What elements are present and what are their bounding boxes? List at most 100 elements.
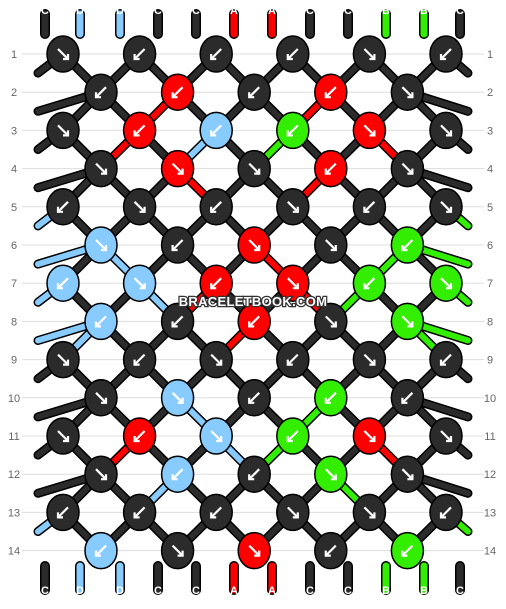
knot bbox=[199, 264, 233, 302]
arrow-head bbox=[292, 283, 299, 290]
arrow-down-left-icon bbox=[171, 468, 184, 480]
arrow-down-left-icon bbox=[133, 353, 146, 366]
arrow-head bbox=[401, 245, 408, 252]
row-number-left: 14 bbox=[8, 546, 20, 558]
knot bbox=[314, 149, 348, 188]
arrow-head bbox=[286, 436, 293, 443]
knot bbox=[237, 302, 271, 341]
arrow-down-left-icon bbox=[287, 430, 299, 442]
knot bbox=[122, 493, 157, 532]
row-number-left: 5 bbox=[11, 202, 17, 214]
arrow-head bbox=[94, 550, 101, 557]
arrow-down-left-icon bbox=[57, 277, 69, 289]
arrow-down-right-icon bbox=[440, 201, 452, 213]
arrow-head bbox=[210, 130, 217, 137]
arrow-head bbox=[139, 283, 146, 290]
arrow-down-left-icon bbox=[363, 201, 376, 213]
arrow-down-left-icon bbox=[248, 392, 260, 404]
row-number-right: 3 bbox=[487, 125, 493, 137]
bottom-string-label: B bbox=[420, 585, 428, 597]
arrow-down-left-icon bbox=[248, 468, 260, 480]
arrow-head bbox=[407, 321, 414, 328]
arrow-head bbox=[330, 321, 337, 328]
knot bbox=[429, 417, 463, 455]
arrow-down-left-icon bbox=[401, 239, 414, 251]
row-number-left: 9 bbox=[11, 355, 17, 367]
bottom-string-label: C bbox=[192, 585, 200, 597]
arrow-head bbox=[254, 168, 261, 175]
knot bbox=[429, 111, 463, 150]
knot bbox=[122, 264, 157, 302]
arrow-head bbox=[133, 54, 140, 61]
arrow-down-right-icon bbox=[171, 392, 184, 404]
top-string-label: C bbox=[344, 5, 352, 17]
arrow-head bbox=[363, 283, 370, 290]
arrow-down-left-icon bbox=[133, 506, 146, 519]
knot bbox=[237, 379, 271, 417]
knot bbox=[122, 35, 157, 73]
row-number-left: 7 bbox=[11, 278, 17, 290]
row-number-left: 3 bbox=[11, 125, 17, 137]
top-string-label: C bbox=[192, 5, 200, 17]
arrow-head bbox=[94, 92, 101, 99]
knot bbox=[199, 340, 233, 379]
knot bbox=[122, 340, 157, 379]
knot bbox=[160, 226, 195, 264]
knot bbox=[237, 226, 271, 264]
arrow-head bbox=[330, 245, 337, 252]
bottom-string-label: A bbox=[268, 585, 276, 597]
top-string-label: A bbox=[268, 5, 276, 17]
arrow-down-right-icon bbox=[363, 124, 376, 137]
arrow-head bbox=[248, 474, 255, 481]
arrow-head bbox=[56, 206, 63, 213]
knot bbox=[276, 417, 310, 455]
arrow-head bbox=[63, 436, 70, 443]
knot bbox=[314, 302, 348, 341]
arrow-down-right-icon bbox=[363, 353, 376, 366]
knot bbox=[84, 455, 118, 493]
top-string-label: D bbox=[76, 5, 84, 17]
knot bbox=[390, 302, 425, 341]
knot bbox=[122, 111, 157, 150]
arrow-head bbox=[216, 359, 223, 366]
row-number-left: 1 bbox=[11, 49, 17, 61]
arrow-down-left-icon bbox=[287, 124, 299, 137]
knot bbox=[237, 73, 271, 111]
arrow-down-right-icon bbox=[287, 277, 299, 289]
knot bbox=[429, 493, 463, 532]
knot bbox=[390, 73, 425, 111]
row-number-left: 11 bbox=[8, 431, 19, 443]
arrow-head bbox=[407, 92, 414, 99]
arrow-down-right-icon bbox=[57, 430, 69, 442]
arrow-down-left-icon bbox=[133, 48, 146, 60]
knot bbox=[390, 531, 425, 570]
arrow-down-right-icon bbox=[95, 468, 107, 480]
arrow-head bbox=[210, 512, 217, 519]
knot bbox=[84, 302, 118, 341]
knot bbox=[84, 531, 118, 570]
top-string-label: B bbox=[420, 5, 428, 17]
knot bbox=[84, 73, 118, 111]
knot bbox=[160, 531, 195, 570]
knot bbox=[160, 149, 195, 188]
arrow-down-left-icon bbox=[171, 239, 184, 251]
arrow-head bbox=[101, 168, 108, 175]
arrow-down-right-icon bbox=[133, 277, 146, 289]
arrow-down-left-icon bbox=[95, 315, 107, 328]
arrow-head bbox=[133, 512, 140, 519]
arrow-head bbox=[101, 245, 108, 252]
arrow-down-left-icon bbox=[171, 86, 184, 98]
knot bbox=[314, 531, 348, 570]
arrow-down-left-icon bbox=[210, 124, 222, 137]
bottom-string-label: D bbox=[116, 585, 124, 597]
arrow-down-left-icon bbox=[325, 162, 337, 175]
knot bbox=[314, 379, 348, 417]
arrow-head bbox=[324, 550, 331, 557]
row-number-left: 8 bbox=[11, 316, 17, 328]
row-number-right: 6 bbox=[487, 240, 493, 252]
row-number-right: 8 bbox=[487, 316, 493, 328]
knot bbox=[46, 111, 80, 150]
